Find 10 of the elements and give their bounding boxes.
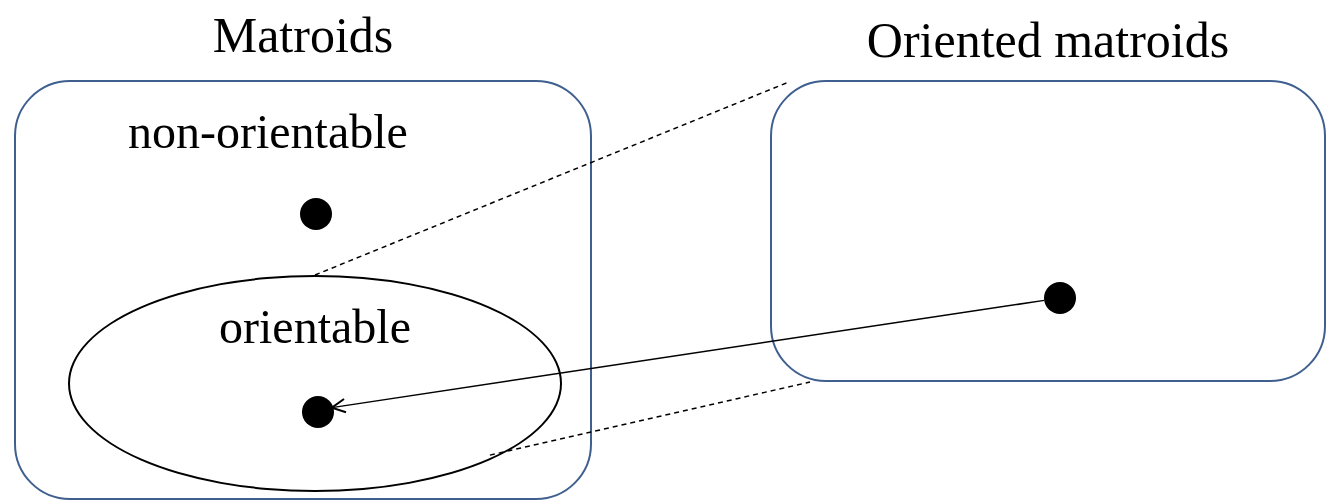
- point-dot: [302, 396, 334, 428]
- dashed-line: [489, 381, 811, 456]
- region-label: orientable: [218, 299, 412, 355]
- region-label: non-orientable: [128, 104, 408, 160]
- arrow: [330, 299, 1045, 414]
- point-dot: [1044, 282, 1076, 314]
- heading: Matroids: [211, 6, 395, 65]
- heading: Oriented matroids: [865, 11, 1231, 70]
- ellipse-region: [68, 275, 562, 492]
- point-dot: [300, 198, 332, 230]
